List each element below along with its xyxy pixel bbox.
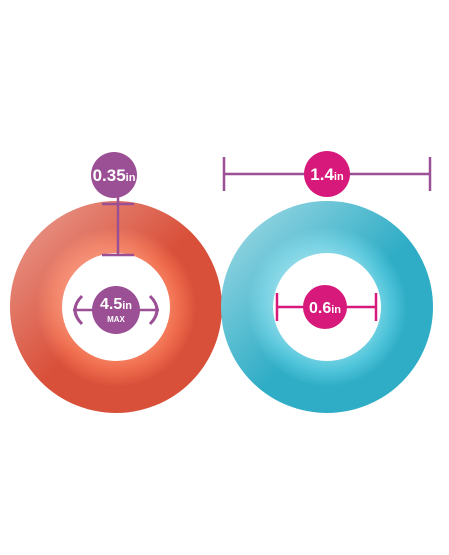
thickness-badge: 0.35in	[91, 152, 137, 198]
width-value: 1.4	[310, 165, 334, 184]
stretch-unit: in	[122, 300, 132, 312]
width-badge: 1.4in	[304, 151, 350, 197]
orange-ring	[10, 201, 222, 413]
inner-badge: 0.6in	[303, 285, 347, 329]
thickness-value: 0.35	[93, 166, 126, 185]
svg-text:1.4in: 1.4in	[310, 165, 344, 184]
svg-text:0.35in: 0.35in	[93, 166, 136, 185]
blue-ring	[221, 201, 433, 413]
inner-unit: in	[331, 304, 341, 316]
svg-text:0.6in: 0.6in	[309, 300, 341, 317]
svg-text:4.5in: 4.5in	[100, 296, 132, 313]
stretch-badge: 4.5in MAX	[92, 286, 140, 334]
stretch-note: MAX	[107, 315, 125, 324]
inner-value: 0.6	[309, 300, 331, 317]
width-unit: in	[334, 171, 344, 183]
thickness-marker	[102, 196, 134, 257]
thickness-unit: in	[126, 172, 136, 184]
stretch-value: 4.5	[100, 296, 122, 313]
